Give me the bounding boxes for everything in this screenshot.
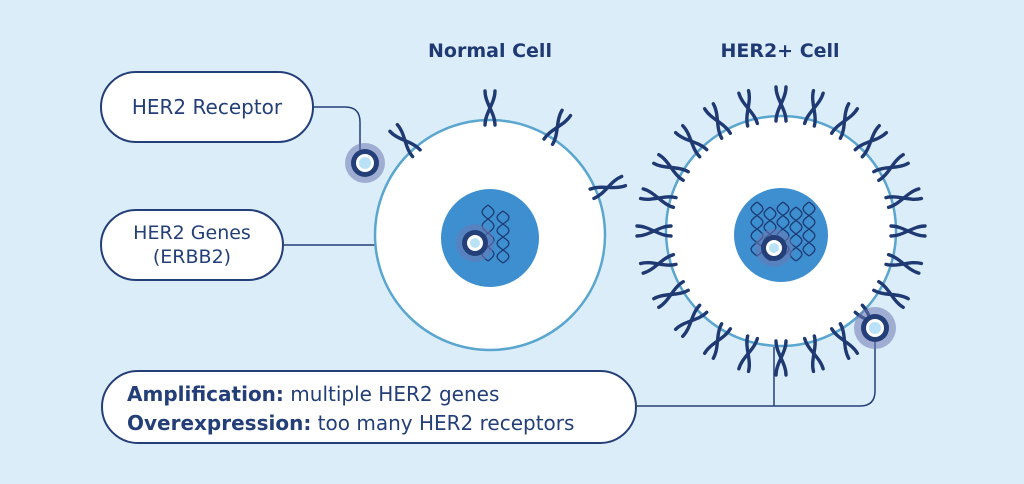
her2-receptor-icon [829,102,860,140]
her2-receptor-callout: HER2 Receptor [100,71,314,143]
her2-cell-title: HER2+ Cell [720,40,840,62]
her2-receptor-icon [638,252,678,275]
her2-receptor-icon [829,322,860,360]
amplification-label: Amplification: [127,382,284,406]
dna-strand-icon [496,210,510,264]
her2-receptor-icon [702,102,733,140]
her2-receptor-icon [542,108,573,147]
her2-receptor-icon [802,88,825,128]
her2-receptor-icon [884,252,924,275]
her2-receptor-icon [673,123,709,159]
amplification-text: multiple HER2 genes [283,382,500,406]
normal-cell-title: Normal Cell [428,40,552,62]
normal-cell-receptors [388,89,628,201]
her2-receptor-marker [854,307,896,349]
her2-receptor-icon [737,334,760,374]
her2-receptor-icon [702,322,733,360]
dna-strand-icon [802,201,816,257]
her2-gene-marker [755,229,793,267]
her2-receptor-icon [884,187,924,210]
her2-receptor-icon [737,88,760,128]
her2-receptor-icon [388,122,422,159]
her2-receptor-icon [673,303,709,339]
receptor-connector [314,106,361,150]
her2-receptor-icon [652,152,690,183]
her2-receptor-icon [588,174,628,201]
overexpression-text: too many HER2 receptors [311,411,575,435]
her2-receptor-icon [774,85,788,123]
her2-receptor-label: HER2 Receptor [131,95,283,119]
erbb2-label: (ERBB2) [152,246,232,268]
her2-receptor-icon [652,279,690,310]
receptor-marker [345,143,385,183]
her2-receptor-icon [872,279,910,310]
her2-genes-label: HER2 Genes [133,222,251,244]
her2-receptor-icon [853,123,889,159]
overexpression-line: Overexpression: too many HER2 receptors [127,409,635,438]
her2-receptor-icon [802,334,825,374]
amplification-overexpression-callout: Amplification: multiple HER2 genes Overe… [101,370,637,444]
her2-receptor-icon [889,224,927,238]
normal-gene-marker [456,224,494,262]
her2-receptor-icon [483,89,497,127]
her2-receptor-icon [638,187,678,210]
amplification-line: Amplification: multiple HER2 genes [127,380,635,409]
her2-receptor-icon [635,224,673,238]
her2-receptor-icon [774,339,788,377]
overexpression-label: Overexpression: [127,411,312,435]
her2-receptor-icon [872,152,910,183]
her2-genes-callout: HER2 Genes (ERBB2) [100,209,284,281]
